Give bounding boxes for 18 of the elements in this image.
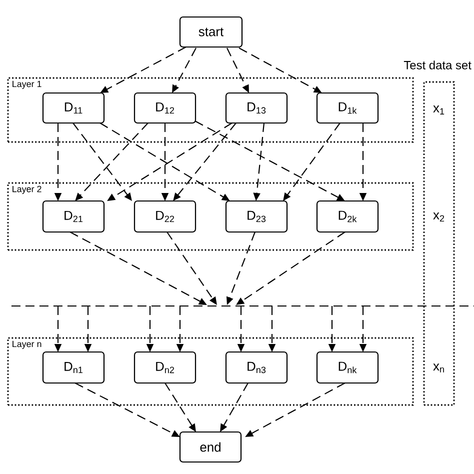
process-box: D$_{n3}$ <box>225 351 288 384</box>
process-box: D$_{21}$ <box>42 200 105 233</box>
process-box: start <box>179 16 243 48</box>
arrow <box>75 122 148 201</box>
process-box: D$_{12}$ <box>134 92 196 124</box>
process-box: D$_{13}$ <box>225 92 288 124</box>
process-box: D$_{11}$ <box>42 92 105 124</box>
process-box: end <box>179 431 242 463</box>
process-box: D$_{23}$ <box>225 200 288 233</box>
bus-line <box>11 305 474 307</box>
process-box: D$_{22}$ <box>134 200 196 233</box>
data-column: x$_{1}$ x$_{2}$ x$_{n}$ <box>423 81 455 406</box>
process-box: D$_{2k}$ <box>316 200 379 233</box>
process-box: D$_{nk}$ <box>316 351 379 384</box>
process-box: D$_{n2}$ <box>134 351 196 384</box>
process-box: D$_{1k}$ <box>316 92 379 124</box>
column-heading: Test data set <box>404 60 472 70</box>
process-box: D$_{n1}$ <box>42 351 105 384</box>
